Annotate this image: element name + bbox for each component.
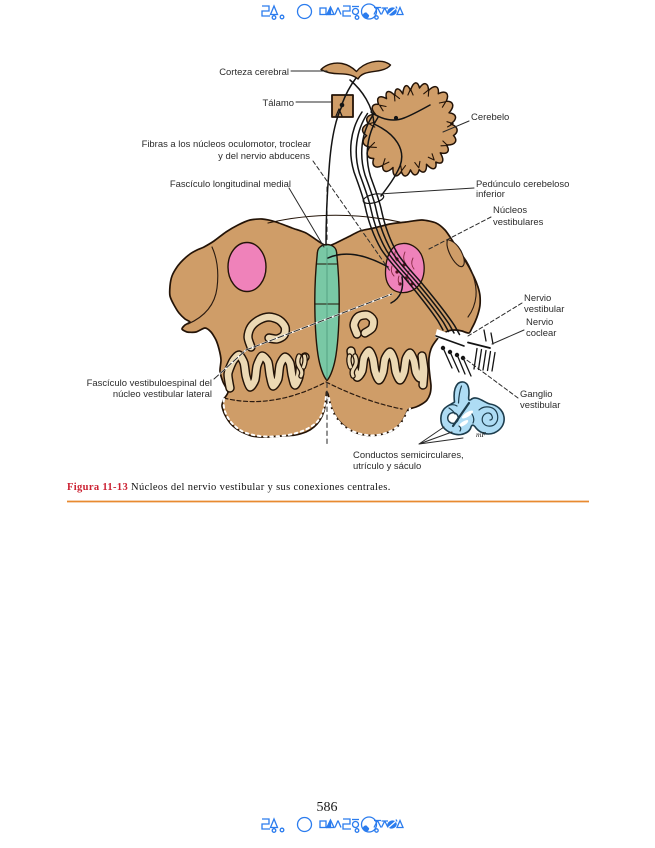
svg-text:Fascículo vestibuloespinal del: Fascículo vestibuloespinal del — [87, 378, 212, 389]
svg-text:coclear: coclear — [526, 328, 556, 339]
svg-text:586: 586 — [317, 800, 338, 815]
svg-text:inferior: inferior — [476, 189, 505, 200]
svg-text:mF: mF — [476, 430, 486, 439]
svg-text:vestibulares: vestibulares — [493, 217, 544, 228]
svg-text:núcleo vestibular lateral: núcleo vestibular lateral — [113, 389, 212, 400]
svg-text:Corteza cerebral: Corteza cerebral — [219, 67, 289, 78]
svg-text:y del nervio abducens: y del nervio abducens — [218, 151, 310, 162]
svg-text:Figura 11-13 Núcleos del nervi: Figura 11-13 Núcleos del nervio vestibul… — [67, 482, 391, 493]
svg-text:utrículo y sáculo: utrículo y sáculo — [353, 461, 421, 472]
svg-text:vestibular: vestibular — [520, 400, 560, 411]
svg-text:vestibular: vestibular — [524, 304, 564, 315]
svg-text:Cerebelo: Cerebelo — [471, 112, 509, 123]
svg-text:Fibras a los núcleos oculomoto: Fibras a los núcleos oculomotor, troclea… — [142, 139, 311, 150]
svg-text:Fascículo longitudinal medial: Fascículo longitudinal medial — [170, 179, 291, 190]
svg-text:Pedúnculo cerebeloso: Pedúnculo cerebeloso — [476, 179, 569, 190]
svg-text:Nervio: Nervio — [526, 317, 553, 328]
svg-text:Tálamo: Tálamo — [263, 98, 294, 109]
svg-text:Conductos semicirculares,: Conductos semicirculares, — [353, 450, 464, 461]
svg-text:Núcleos: Núcleos — [493, 205, 527, 216]
svg-text:Nervio: Nervio — [524, 293, 551, 304]
svg-text:Ganglio: Ganglio — [520, 389, 553, 400]
